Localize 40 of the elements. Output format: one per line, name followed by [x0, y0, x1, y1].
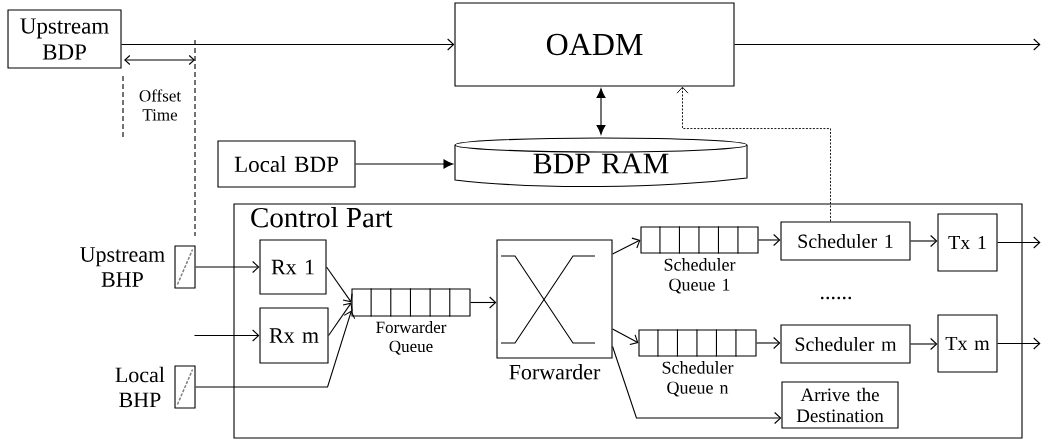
- transmitter-box: Tx m: [937, 314, 998, 373]
- queue-label: Scheduler Queue n: [662, 361, 734, 397]
- edge-note: Offset Time: [139, 89, 181, 121]
- queue-label: Scheduler Queue 1: [664, 258, 736, 294]
- arrow: [195, 310, 356, 388]
- arrow: [355, 159, 454, 169]
- receiver-box: Rx m: [259, 307, 329, 364]
- arrow: [612, 237, 641, 255]
- arrow: [596, 88, 606, 135]
- scheduler-box: Scheduler 1: [780, 221, 911, 261]
- scheduler-box: Scheduler m: [780, 324, 911, 364]
- arrow: [758, 233, 781, 247]
- receiver-box: Rx 1: [259, 239, 327, 295]
- transmitter-box: Tx 1: [937, 213, 998, 272]
- process-box: Upstream BDP: [7, 9, 122, 69]
- arrow: [756, 336, 781, 350]
- arrow: [121, 38, 455, 51]
- ellipsis: ......: [820, 296, 852, 300]
- arrow: [328, 302, 353, 337]
- arrow: [470, 296, 497, 309]
- arrow: [193, 329, 260, 342]
- arrow: [910, 337, 938, 351]
- queue-label: Forwarder Queue: [376, 321, 447, 355]
- arrow: [195, 260, 260, 274]
- box-label: Local BHP: [115, 366, 165, 408]
- arrow: [997, 236, 1041, 249]
- arrow: [326, 266, 353, 303]
- storage-disk: BDP RAM: [454, 137, 748, 188]
- box-label: Upstream BHP: [80, 247, 165, 287]
- process-box: Arrive the Destination: [781, 381, 899, 429]
- box-label: Forwarder: [509, 364, 601, 380]
- arrow: [734, 38, 1041, 51]
- arrow: [910, 234, 938, 248]
- arrow: [997, 337, 1041, 350]
- arrow: [676, 86, 831, 222]
- arrow: [612, 328, 639, 346]
- process-box: Local BDP: [217, 140, 356, 188]
- arrow: [612, 346, 782, 425]
- node-label: BDP RAM: [533, 153, 669, 174]
- process-box: OADM: [454, 2, 735, 87]
